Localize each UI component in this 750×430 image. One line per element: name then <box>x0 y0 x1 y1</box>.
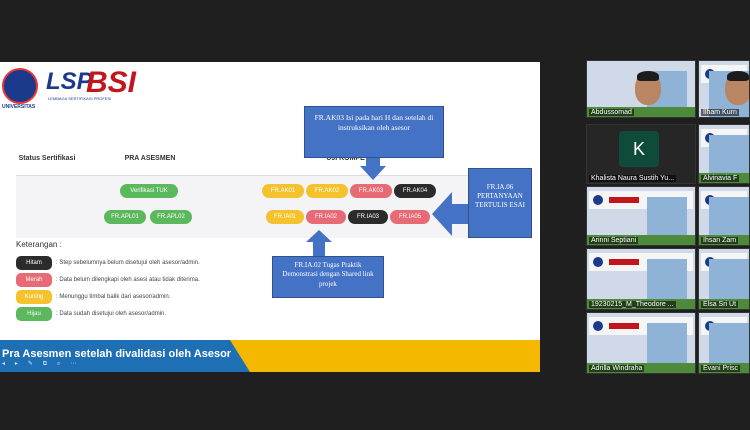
callout-ia02-arrow-icon <box>306 230 332 256</box>
participant-tile[interactable]: Abdussomad <box>586 60 696 118</box>
participant-name: Khalista Naura Sustih Yu... <box>589 175 677 182</box>
participant-tile[interactable]: Arinni Septiani <box>586 186 696 246</box>
participant-tile[interactable]: 19230215_M_Theodore ... <box>586 248 696 310</box>
callout-fr-ia02: FR.IA.02 Tugas Praktik Demonstrasi denga… <box>272 256 384 298</box>
legend-row-merah: Merah : Data belum dilengkapi oleh asesi… <box>16 273 200 287</box>
participant-tile[interactable]: Evani Prisc <box>698 312 750 374</box>
legend-text-kuning: : Menunggu timbal balik dari asesor/admi… <box>56 294 171 300</box>
participant-name: Evani Prisc <box>701 365 741 372</box>
participant-name: Abdussomad <box>589 109 634 116</box>
callout-ak03-arrow-icon <box>360 158 386 180</box>
university-logo-icon <box>2 68 38 104</box>
participant-tile[interactable]: Alvinavia F <box>698 124 750 184</box>
header-status: Status Sertifikasi <box>16 142 78 176</box>
pill-fr-ak01[interactable]: FR.AK01 <box>262 184 304 198</box>
pill-fr-ia02[interactable]: FR.IA02 <box>306 210 346 224</box>
participant-name: Adrilla Windraha <box>589 365 645 372</box>
participant-video-face <box>725 71 749 105</box>
legend-row-hijau: Hijau : Data sudah disetujui oleh asesor… <box>16 307 166 321</box>
grass-background <box>587 235 695 245</box>
callout-ia06-arrow-icon <box>432 192 468 236</box>
header-pra-asesmen: PRA ASESMEN <box>78 142 222 176</box>
logo-bsi-text: BSI <box>86 66 137 99</box>
legend-pill-kuning: Kuning <box>16 290 52 304</box>
legend-row-kuning: Kuning : Menunggu timbal balik dari ases… <box>16 290 170 304</box>
pill-verifikasi-tuk[interactable]: Verifikasi TUK <box>120 184 178 198</box>
legend-text-hitam: : Step sebelumnya belum disetujui oleh a… <box>56 260 200 266</box>
pill-fr-ia05[interactable]: FR.IA05 <box>390 210 430 224</box>
legend-pill-merah: Merah <box>16 273 52 287</box>
participant-video-face <box>635 71 661 105</box>
participant-name: Alvinavia F <box>701 175 740 182</box>
pill-fr-ia01[interactable]: FR.IA01 <box>266 210 304 224</box>
callout-fr-ak03: FR.AK03 Isi pada hari H dan setelah di i… <box>304 106 444 158</box>
participant-tile[interactable]: Adrilla Windraha <box>586 312 696 374</box>
participant-tile[interactable]: K Khalista Naura Sustih Yu... <box>586 124 696 184</box>
legend-text-hijau: : Data sudah disetujui oleh asesor/admin… <box>56 311 167 317</box>
presentation-toolbar[interactable]: ◂ ▸ ✎ ⧉ ⌕ ⋯ <box>2 360 81 367</box>
participant-tile[interactable]: Ilham Kurn <box>698 60 750 118</box>
pill-fr-apl01[interactable]: FR.APL01 <box>104 210 146 224</box>
shared-slide: UNIVERSITAS LSP BSI LEMBAGA SERTIFIKASI … <box>0 62 540 372</box>
pill-fr-ak03[interactable]: FR.AK03 <box>350 184 392 198</box>
pill-fr-ak02[interactable]: FR.AK02 <box>306 184 348 198</box>
pill-fr-ak04[interactable]: FR.AK04 <box>394 184 436 198</box>
grass-background <box>587 107 695 117</box>
participant-name: Ihsan Zam <box>701 237 739 244</box>
participant-tile[interactable]: Elsa Sri Ut <box>698 248 750 310</box>
pill-fr-ia03[interactable]: FR.IA03 <box>348 210 388 224</box>
legend-row-hitam: Hitam : Step sebelumnya belum disetujui … <box>16 256 200 270</box>
header-uji-kompetensi: UJI KOMPETE <box>222 142 478 176</box>
logo-sub-text: LEMBAGA SERTIFIKASI PROFESI <box>48 96 112 101</box>
participant-name: Ilham Kurn <box>701 109 739 116</box>
legend-pill-hitam: Hitam <box>16 256 52 270</box>
participant-name: Arinni Septiani <box>589 237 639 244</box>
participant-avatar-k: K <box>619 131 659 167</box>
legend-text-merah: : Data belum dilengkapi oleh asesi atau … <box>56 277 200 283</box>
banner-title: Pra Asesmen setelah divalidasi oleh Ases… <box>2 348 232 360</box>
callout-fr-ia06: FR.IA.06 PERTANYAAN TERTULIS ESAI <box>468 168 532 238</box>
keterangan-title: Keterangan : <box>16 240 62 249</box>
banner-blue <box>0 340 250 372</box>
participant-name: Elsa Sri Ut <box>701 301 739 308</box>
logo-lsp-text: LSP <box>46 68 93 95</box>
legend-pill-hijau: Hijau <box>16 307 52 321</box>
logo-univ-text: UNIVERSITAS <box>2 104 36 110</box>
participant-tile[interactable]: Ihsan Zam <box>698 186 750 246</box>
participant-name: 19230215_M_Theodore ... <box>589 301 676 308</box>
pill-fr-apl02[interactable]: FR.APL02 <box>150 210 192 224</box>
